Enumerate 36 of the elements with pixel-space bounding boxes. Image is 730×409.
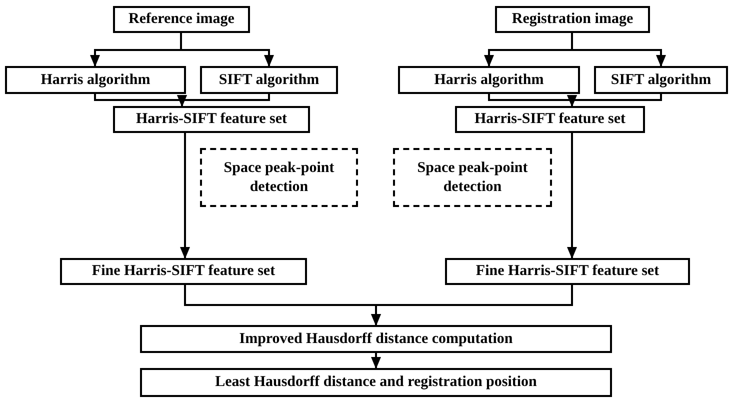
process-box <box>113 6 250 33</box>
box-label: SIFT algorithm <box>218 70 320 90</box>
box-label: Improved Hausdorff distance computation <box>239 330 513 348</box>
box-label: Harris algorithm <box>434 70 544 90</box>
arrow <box>177 94 270 107</box>
box-label: Fine Harris-SIFT feature set <box>476 262 660 281</box>
arrow <box>180 133 190 259</box>
box-label: Least Hausdorff distance and registration position <box>215 373 537 392</box>
box-label: Registration image <box>512 10 634 29</box>
box-label: Reference image <box>128 10 234 29</box>
process-box <box>495 6 650 33</box>
process-box <box>60 258 307 285</box>
process-box <box>140 368 612 397</box>
arrow <box>180 33 274 67</box>
box-label: Fine Harris-SIFT feature set <box>92 262 276 281</box>
process-box <box>200 66 338 94</box>
process-box <box>113 106 310 133</box>
box-label: Space peak-point detection <box>416 158 529 196</box>
process-box <box>445 258 690 285</box>
box-label: Harris-SIFT feature set <box>136 110 288 129</box>
arrow <box>567 133 577 259</box>
dashed-process-box <box>200 148 358 207</box>
arrow <box>567 94 662 107</box>
process-box <box>398 66 580 94</box>
dashed-process-box <box>393 148 552 207</box>
arrow <box>371 285 573 326</box>
box-label: SIFT algorithm <box>610 70 712 90</box>
box-label: Harris algorithm <box>40 70 150 90</box>
process-box <box>594 66 728 94</box>
process-box <box>455 106 645 133</box>
box-label: Harris-SIFT feature set <box>474 110 626 129</box>
arrow <box>371 353 381 369</box>
arrow <box>571 33 666 67</box>
process-box <box>140 325 612 353</box>
process-box <box>5 66 186 94</box>
box-label: Space peak-point detection <box>222 158 336 196</box>
